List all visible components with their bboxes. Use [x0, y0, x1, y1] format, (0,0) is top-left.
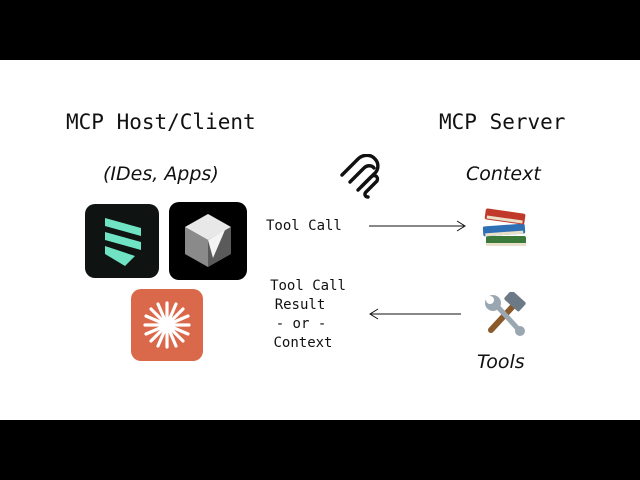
tool-call-label: Tool Call [266, 218, 342, 234]
host-client-subtitle: (IDes, Apps) [103, 163, 219, 185]
cursor-app-icon [169, 202, 247, 280]
mcp-logo-icon [336, 154, 382, 200]
diagram-panel: MCP Host/Client (IDes, Apps) [0, 60, 640, 420]
request-arrow [368, 218, 468, 234]
server-title: MCP Server [439, 110, 566, 134]
claude-app-icon [131, 289, 203, 361]
context-label: Context [466, 163, 541, 185]
windsurf-app-icon [85, 204, 159, 278]
books-icon [480, 202, 530, 250]
tools-label: Tools [477, 351, 525, 373]
response-line-4: Context [273, 335, 333, 351]
host-client-title: MCP Host/Client [66, 110, 256, 134]
response-line-1: Tool Call [270, 278, 346, 294]
response-line-3: - or - [275, 316, 327, 332]
response-line-2: Result [274, 297, 326, 313]
hammer-wrench-icon [481, 292, 529, 338]
response-arrow [368, 306, 462, 322]
tool-call-result-label: Tool Call Result - or - Context [262, 277, 354, 353]
